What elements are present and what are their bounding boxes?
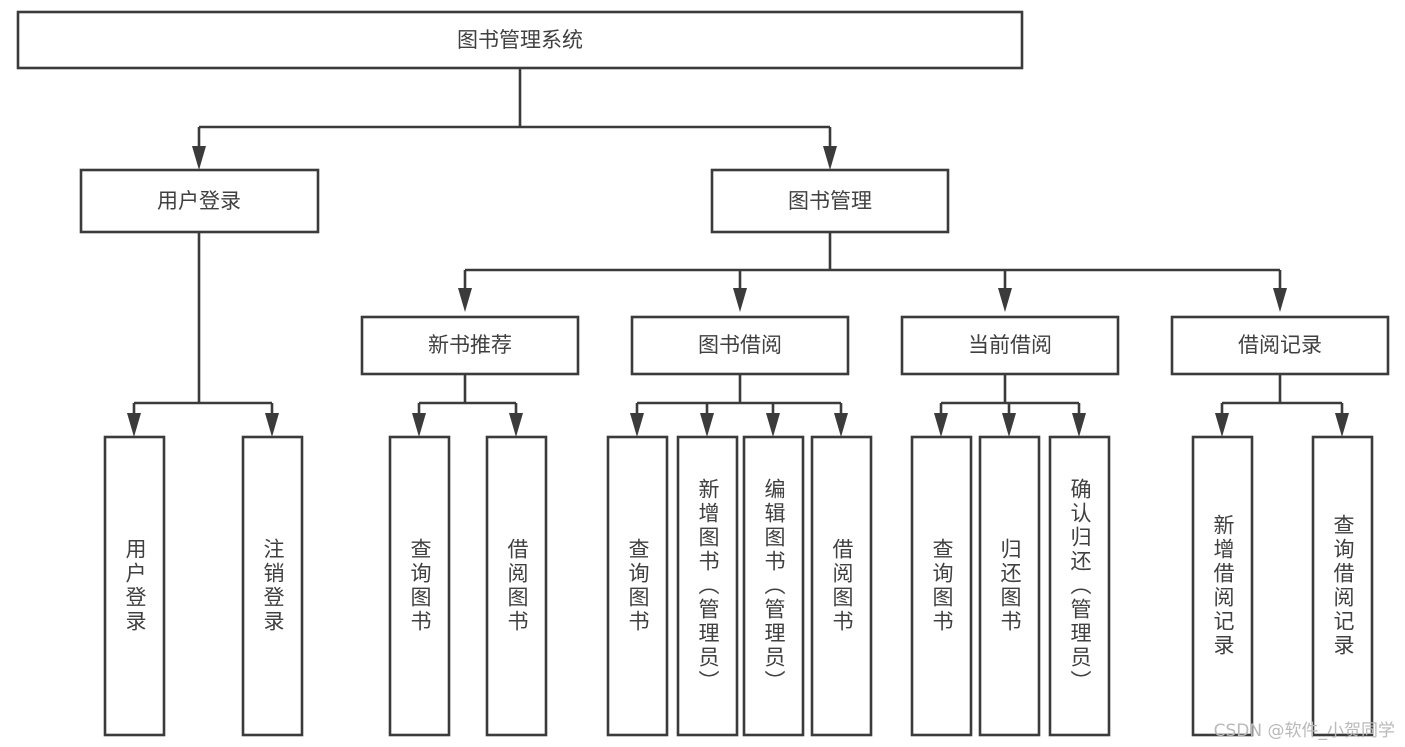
- arrow-head-leaf-user-login: [127, 413, 141, 437]
- arrow-head-new-book-recommend: [458, 288, 472, 312]
- node-leaf-query-book-1[interactable]: 查询图书: [388, 435, 451, 737]
- connector-group-borrow-record: [1215, 374, 1349, 437]
- node-leaf-add-book[interactable]: 新增图书（管理员）: [676, 435, 739, 737]
- connector-group-book-manage: [458, 232, 1287, 312]
- node-leaf-query-book-3-box[interactable]: [910, 435, 973, 737]
- node-book-manage[interactable]: 图书管理: [710, 168, 950, 234]
- arrow-head-leaf-return-book: [1002, 413, 1016, 437]
- node-leaf-return-book-box[interactable]: [978, 435, 1041, 737]
- node-leaf-confirm-return-box[interactable]: [1048, 435, 1111, 737]
- arrow-head-leaf-query-record: [1335, 413, 1349, 437]
- connector-group-book-borrow: [630, 374, 848, 437]
- arrow-head-leaf-borrow-book-1: [509, 413, 523, 437]
- node-leaf-query-record[interactable]: 查询借阅记录: [1311, 435, 1374, 737]
- node-borrow-record-label: 借阅记录: [1238, 333, 1322, 357]
- node-new-book-recommend[interactable]: 新书推荐: [360, 315, 580, 376]
- node-leaf-borrow-book-1-label: 借阅图书: [505, 538, 529, 634]
- connector-group-user-login: [127, 232, 279, 437]
- node-leaf-query-book-1-label: 查询图书: [408, 538, 432, 634]
- node-leaf-user-login-label: 用户登录: [123, 538, 147, 634]
- node-leaf-add-record-label: 新增借阅记录: [1211, 514, 1235, 658]
- node-borrow-record[interactable]: 借阅记录: [1170, 315, 1390, 376]
- node-leaf-query-book-2-box[interactable]: [606, 435, 669, 737]
- node-leaf-return-book[interactable]: 归还图书: [978, 435, 1041, 737]
- arrow-head-leaf-confirm-return: [1072, 413, 1086, 437]
- arrow-head-leaf-add-record: [1215, 413, 1229, 437]
- node-new-book-recommend-label: 新书推荐: [428, 333, 512, 357]
- node-leaf-query-record-box[interactable]: [1311, 435, 1374, 737]
- arrow-head-book-borrow: [733, 288, 747, 312]
- node-leaf-edit-book[interactable]: 编辑图书（管理员）: [742, 435, 805, 737]
- node-leaf-borrow-book-2-label: 借阅图书: [830, 538, 854, 634]
- arrow-head-leaf-add-book: [700, 413, 714, 437]
- node-leaf-add-record-box[interactable]: [1191, 435, 1254, 737]
- node-current-borrow-label: 当前借阅: [968, 333, 1052, 357]
- node-leaf-query-book-3-label: 查询图书: [930, 538, 954, 634]
- connector-group-current-borrow: [934, 374, 1086, 437]
- node-leaf-query-book-1-box[interactable]: [388, 435, 451, 737]
- node-book-borrow-label: 图书借阅: [698, 333, 782, 357]
- connector-group-new-book-recommend: [412, 374, 523, 437]
- node-leaf-query-book-3[interactable]: 查询图书: [910, 435, 973, 737]
- node-leaf-borrow-book-2[interactable]: 借阅图书: [810, 435, 873, 737]
- node-leaf-add-record[interactable]: 新增借阅记录: [1191, 435, 1254, 737]
- node-leaf-edit-book-box[interactable]: [742, 435, 805, 737]
- node-leaf-borrow-book-2-box[interactable]: [810, 435, 873, 737]
- node-book-manage-box[interactable]: [710, 168, 950, 234]
- node-leaf-user-logout-box[interactable]: [241, 435, 304, 737]
- node-leaf-query-book-2-label: 查询图书: [626, 538, 650, 634]
- node-leaf-confirm-return[interactable]: 确认归还（管理员）: [1048, 435, 1111, 737]
- arrow-head-leaf-query-book-1: [412, 413, 426, 437]
- node-leaf-user-logout[interactable]: 注销登录: [241, 435, 304, 737]
- arrow-head-leaf-query-book-3: [934, 413, 948, 437]
- node-leaf-user-login-box[interactable]: [103, 435, 166, 737]
- node-user-login[interactable]: 用户登录: [79, 168, 320, 234]
- arrow-head-leaf-query-book-2: [630, 413, 644, 437]
- arrow-head-leaf-user-logout: [265, 413, 279, 437]
- node-root-label: 图书管理系统: [457, 28, 583, 52]
- arrow-head-borrow-record: [1273, 288, 1287, 312]
- node-user-login-label: 用户登录: [157, 189, 241, 213]
- node-new-book-recommend-box[interactable]: [360, 315, 580, 376]
- node-leaf-borrow-book-1[interactable]: 借阅图书: [485, 435, 548, 737]
- node-leaf-add-book-box[interactable]: [676, 435, 739, 737]
- arrow-head-leaf-borrow-book-2: [834, 413, 848, 437]
- node-leaf-query-record-label: 查询借阅记录: [1331, 514, 1355, 658]
- node-leaf-add-book-label: 新增图书（管理员）: [696, 478, 720, 694]
- connector-group-root: [192, 68, 837, 170]
- arrow-head-book-manage: [823, 146, 837, 170]
- node-root[interactable]: 图书管理系统: [16, 10, 1024, 70]
- node-leaf-user-login[interactable]: 用户登录: [103, 435, 166, 737]
- node-leaf-user-logout-label: 注销登录: [261, 538, 285, 634]
- node-user-login-box[interactable]: [79, 168, 320, 234]
- node-leaf-query-book-2[interactable]: 查询图书: [606, 435, 669, 737]
- arrow-head-current-borrow: [998, 288, 1012, 312]
- node-leaf-borrow-book-1-box[interactable]: [485, 435, 548, 737]
- node-leaf-return-book-label: 归还图书: [998, 538, 1022, 634]
- arrow-head-user-login: [192, 146, 206, 170]
- node-borrow-record-box[interactable]: [1170, 315, 1390, 376]
- node-root-box[interactable]: [16, 10, 1024, 70]
- node-current-borrow[interactable]: 当前借阅: [900, 315, 1120, 376]
- node-leaf-confirm-return-label: 确认归还（管理员）: [1068, 478, 1092, 694]
- node-current-borrow-box[interactable]: [900, 315, 1120, 376]
- node-book-manage-label: 图书管理: [788, 189, 872, 213]
- node-book-borrow[interactable]: 图书借阅: [630, 315, 850, 376]
- arrow-head-leaf-edit-book: [766, 413, 780, 437]
- node-book-borrow-box[interactable]: [630, 315, 850, 376]
- node-leaf-edit-book-label: 编辑图书（管理员）: [762, 478, 786, 694]
